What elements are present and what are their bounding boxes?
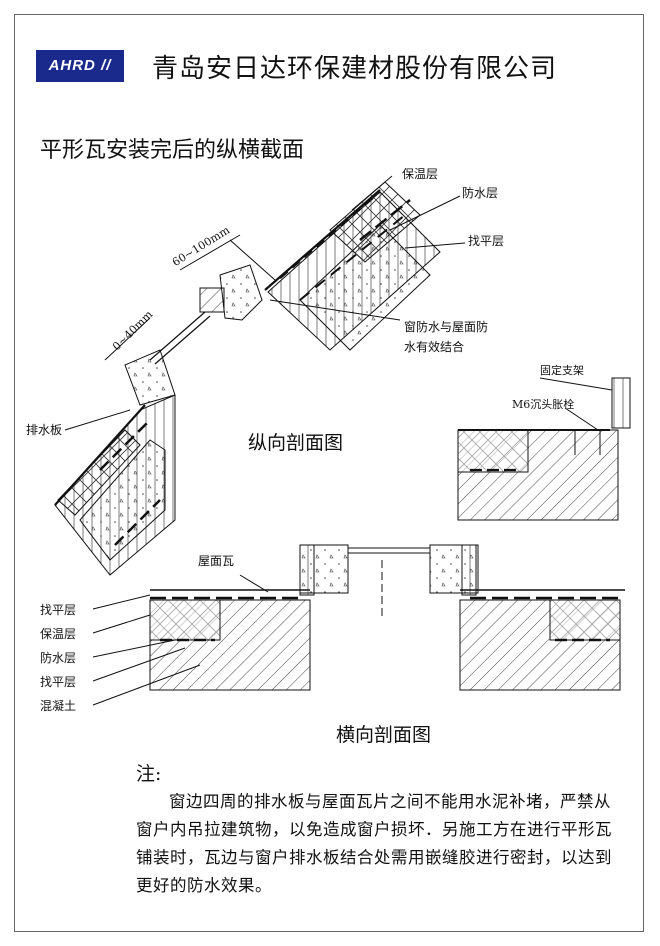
page-frame xyxy=(14,14,644,932)
label-roof-tile: 屋面瓦 xyxy=(198,554,235,568)
legend-item: 找平层 xyxy=(40,675,77,689)
transverse-drawing xyxy=(92,544,625,706)
legend-item: 防水层 xyxy=(40,651,77,665)
label-waterproof: 防水层 xyxy=(462,186,499,200)
logo-slash-icon: // xyxy=(95,57,112,74)
company-logo: AHRD // xyxy=(36,50,124,82)
legend-item: 保温层 xyxy=(40,627,77,641)
note-heading: 注: xyxy=(136,763,162,785)
logo-text: AHRD xyxy=(48,57,96,74)
label-window-joint-1: 窗防水与屋面防 xyxy=(404,320,489,334)
label-drain-board: 排水板 xyxy=(26,423,63,437)
label-bolt: M6沉头胀栓 xyxy=(512,398,575,411)
label-bracket: 固定支架 xyxy=(540,364,584,377)
caption-longitudinal: 纵向剖面图 xyxy=(248,432,344,454)
legend-item: 混凝土 xyxy=(40,699,77,713)
longitudinal-drawing xyxy=(54,175,631,576)
legend-item: 找平层 xyxy=(40,603,77,617)
caption-transverse: 横向剖面图 xyxy=(336,724,432,746)
label-leveling: 找平层 xyxy=(468,234,505,248)
note-text: 窗边四周的排水板与屋面瓦片之间不能用水泥补堵，严禁从窗户内吊拉建筑物，以免造成窗… xyxy=(136,792,612,895)
company-name: 青岛安日达环保建材股份有限公司 xyxy=(152,54,558,84)
label-window-joint-2: 水有效结合 xyxy=(404,340,465,354)
label-insulation: 保温层 xyxy=(402,167,439,181)
page-title: 平形瓦安装完后的纵横截面 xyxy=(40,138,305,163)
